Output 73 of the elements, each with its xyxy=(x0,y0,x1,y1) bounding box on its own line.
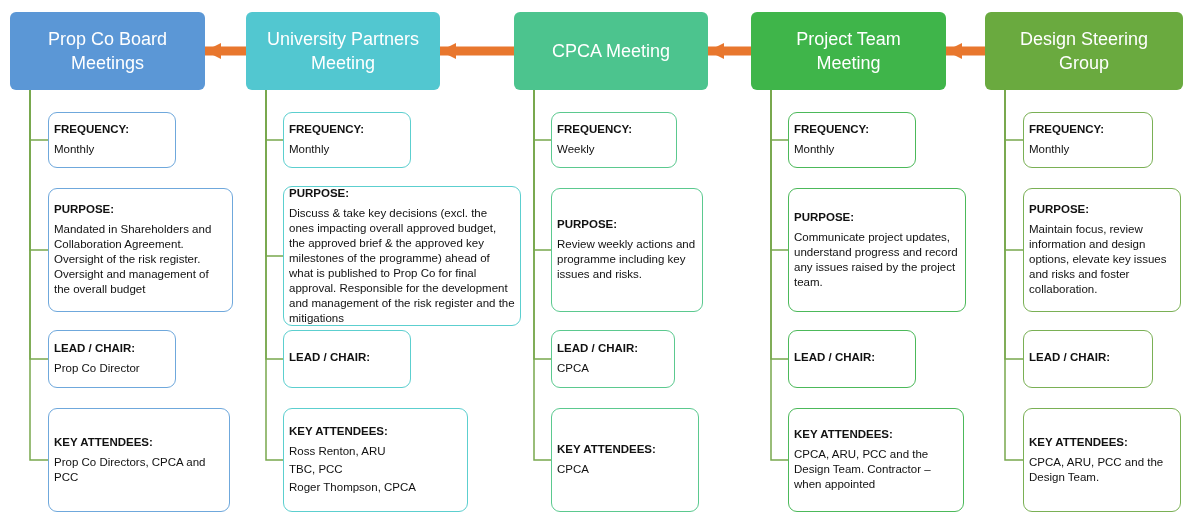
card-heading: FREQUENCY: xyxy=(1029,122,1106,137)
card-text: Prop Co Director xyxy=(54,361,141,376)
info-card xyxy=(283,330,411,388)
arrow xyxy=(708,43,751,59)
card-text: CPCA, ARU, PCC and the Design Team. xyxy=(1029,454,1165,485)
info-card xyxy=(1023,112,1153,168)
card-heading: FREQUENCY: xyxy=(557,122,634,137)
arrow xyxy=(205,43,246,59)
info-card xyxy=(551,408,699,512)
card-heading: FREQUENCY: xyxy=(794,122,871,137)
card-text: Review weekly actions and programme including key issues and risks. xyxy=(557,237,697,282)
card-heading: KEY ATTENDEES: xyxy=(794,427,894,442)
card-text: Discuss & take key decisions (excl. the ones impacting overall approved budget, the approved brief & the approved key milestones of the programme) ahead of what is published to Prop Co for final approval. Responsible for the development and management of the risk register and the mitigations xyxy=(289,205,515,326)
info-card xyxy=(1023,330,1153,388)
meeting-title: CPCA Meeting xyxy=(551,40,671,63)
card-text: TBC, PCC xyxy=(289,462,344,477)
info-card xyxy=(283,112,411,168)
card-text: CPCA xyxy=(557,361,590,376)
info-card xyxy=(48,112,176,168)
card-heading: PURPOSE: xyxy=(289,185,351,201)
info-card xyxy=(283,186,521,326)
card-text: Monthly xyxy=(289,142,331,157)
meeting-title: Prop Co Board Meetings xyxy=(46,28,169,75)
card-heading: FREQUENCY: xyxy=(54,122,131,137)
card-text: CPCA xyxy=(557,462,590,477)
card-text: Roger Thompson, CPCA xyxy=(289,480,417,495)
card-text: Ross Renton, ARU xyxy=(289,444,387,459)
card-heading: LEAD / CHAIR: xyxy=(557,341,640,356)
info-card xyxy=(788,112,916,168)
arrow xyxy=(440,43,514,59)
card-heading: KEY ATTENDEES: xyxy=(557,442,657,457)
card-heading: LEAD / CHAIR: xyxy=(54,341,137,356)
card-text: CPCA, ARU, PCC and the Design Team. Contractor – when appointed xyxy=(794,447,932,492)
meeting-header-box xyxy=(985,12,1183,90)
card-text: Monthly xyxy=(54,142,96,157)
info-card xyxy=(551,112,677,168)
info-card xyxy=(788,330,916,388)
card-heading: FREQUENCY: xyxy=(289,122,366,137)
meeting-header-box xyxy=(246,12,440,90)
card-text: Communicate project updates, understand progress and record any issues raised by the project team. xyxy=(794,229,959,290)
info-card xyxy=(788,408,964,512)
arrow xyxy=(946,43,985,59)
card-heading: KEY ATTENDEES: xyxy=(1029,434,1129,450)
info-card xyxy=(48,188,233,312)
card-heading: PURPOSE: xyxy=(1029,202,1091,217)
info-card xyxy=(283,408,468,512)
info-card xyxy=(48,330,176,388)
info-card xyxy=(551,330,675,388)
meeting-title: University Partners Meeting xyxy=(265,28,420,75)
meeting-header-box xyxy=(751,12,946,90)
card-heading: PURPOSE: xyxy=(794,209,856,225)
info-card xyxy=(48,408,230,512)
card-heading: LEAD / CHAIR: xyxy=(794,350,877,365)
info-card xyxy=(1023,188,1181,312)
card-heading: LEAD / CHAIR: xyxy=(1029,350,1112,365)
card-text: Monthly xyxy=(794,142,836,157)
meeting-header-box xyxy=(514,12,708,90)
card-heading: KEY ATTENDEES: xyxy=(54,434,154,450)
card-text: Prop Co Directors, CPCA and PCC xyxy=(54,454,207,485)
info-card xyxy=(1023,408,1181,512)
card-heading: PURPOSE: xyxy=(54,202,116,217)
info-card xyxy=(551,188,703,312)
info-card xyxy=(788,188,966,312)
card-text: Monthly xyxy=(1029,142,1071,157)
card-text: Maintain focus, review information and design options, elevate key issues and risks and foster collaboration. xyxy=(1029,222,1168,297)
card-heading: LEAD / CHAIR: xyxy=(289,350,372,365)
card-heading: KEY ATTENDEES: xyxy=(289,424,389,439)
card-text: Mandated in Shareholders and Collaboration Agreement. Oversight of the risk register. Oversight and management of the overall budget xyxy=(54,222,213,297)
meeting-header-box xyxy=(10,12,205,90)
card-heading: PURPOSE: xyxy=(557,217,619,232)
meeting-title: Design Steering Group xyxy=(1018,28,1150,75)
card-text: Weekly xyxy=(557,142,596,157)
meeting-title: Project Team Meeting xyxy=(795,28,902,75)
